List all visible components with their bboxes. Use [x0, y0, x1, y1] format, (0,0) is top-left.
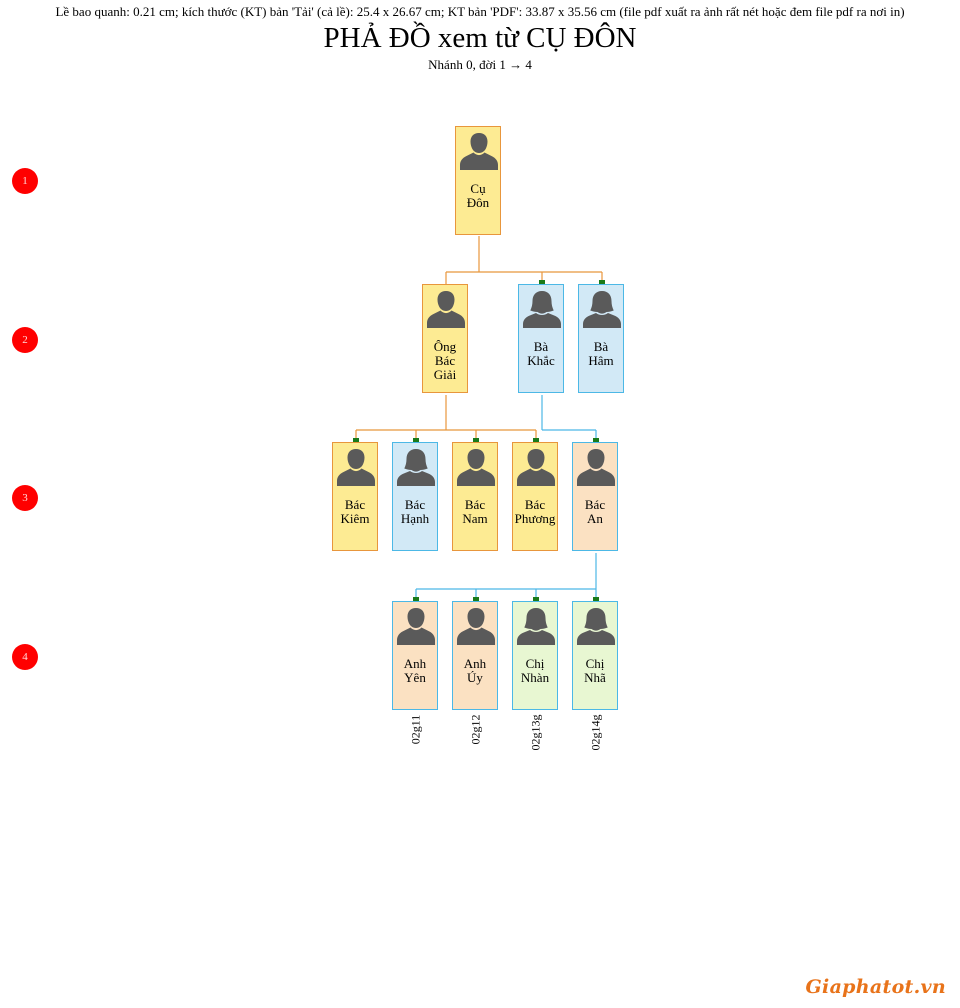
person-name-line1: Anh: [403, 656, 427, 671]
generation-badge-3: 3: [12, 485, 38, 511]
connector-gen2-gen3-khac: [541, 395, 597, 442]
female-avatar-icon: [574, 605, 618, 647]
person-code-chi-nha: 02g14g: [588, 714, 603, 751]
person-name-line1: Bác: [344, 497, 366, 512]
person-code-chi-nhan: 02g13g: [528, 714, 543, 751]
male-avatar-icon: [424, 288, 468, 330]
female-avatar-icon: [580, 288, 624, 330]
person-code-anh-yen: 02g11: [408, 714, 423, 745]
female-avatar-icon: [394, 446, 438, 488]
male-avatar-icon: [394, 605, 438, 647]
person-name-line1: Ông: [433, 339, 457, 354]
person-name-line1: Cụ: [470, 181, 486, 196]
person-name-line1: Chị: [585, 656, 605, 671]
male-avatar-icon: [457, 130, 501, 172]
person-name-line1: Bà: [533, 339, 549, 354]
connector-gen3-gen4-an: [415, 553, 597, 600]
person-name-line1: Bác: [404, 497, 426, 512]
person-name-line3: Giải: [433, 367, 457, 382]
person-name-line2: Khắc: [527, 353, 555, 368]
page-subtitle: Nhánh 0, đời 1 → 4: [428, 57, 532, 72]
person-name-line2: Phương: [514, 511, 556, 526]
person-name-line1: Bà: [593, 339, 609, 354]
generation-badge-1: 1: [12, 168, 38, 194]
person-name-line2: Kiêm: [340, 511, 370, 526]
person-name-line1: Bác: [464, 497, 486, 512]
site-watermark-logo[interactable]: Giaphatot.vn: [805, 976, 946, 998]
person-name-line2: Đôn: [466, 195, 490, 210]
person-name-line1: Bác: [584, 497, 606, 512]
child-markers: [353, 280, 605, 602]
generation-badge-4: 4: [12, 644, 38, 670]
person-name-line2: Nhã: [584, 670, 606, 685]
person-name-line2: An: [587, 511, 603, 526]
person-name-line2: Hâm: [588, 353, 614, 368]
person-name-line2: Hạnh: [400, 511, 430, 526]
male-avatar-icon: [574, 446, 618, 488]
person-name-line2: Nam: [462, 511, 488, 526]
male-avatar-icon: [454, 446, 498, 488]
male-avatar-icon: [454, 605, 498, 647]
connector-gen2-gen3-giai: [355, 395, 537, 442]
person-name-line2: Nhàn: [520, 670, 550, 685]
female-avatar-icon: [520, 288, 564, 330]
female-avatar-icon: [514, 605, 558, 647]
person-name-line2: Úy: [467, 670, 483, 685]
person-name-line2: Yên: [404, 670, 426, 685]
generation-badge-2: 2: [12, 327, 38, 353]
page-note: Lề bao quanh: 0.21 cm; kích thước (KT) b…: [55, 4, 905, 19]
male-avatar-icon: [334, 446, 378, 488]
person-name-line1: Bác: [524, 497, 546, 512]
person-name-line2: Bác: [434, 353, 456, 368]
person-code-anh-uy: 02g12: [468, 714, 483, 745]
male-avatar-icon: [514, 446, 558, 488]
person-name-line1: Anh: [463, 656, 487, 671]
connector-gen1-gen2: [445, 236, 603, 284]
page-title: PHẢ ĐỒ xem từ CỤ ĐÔN: [323, 22, 637, 54]
person-name-line1: Chị: [525, 656, 545, 671]
